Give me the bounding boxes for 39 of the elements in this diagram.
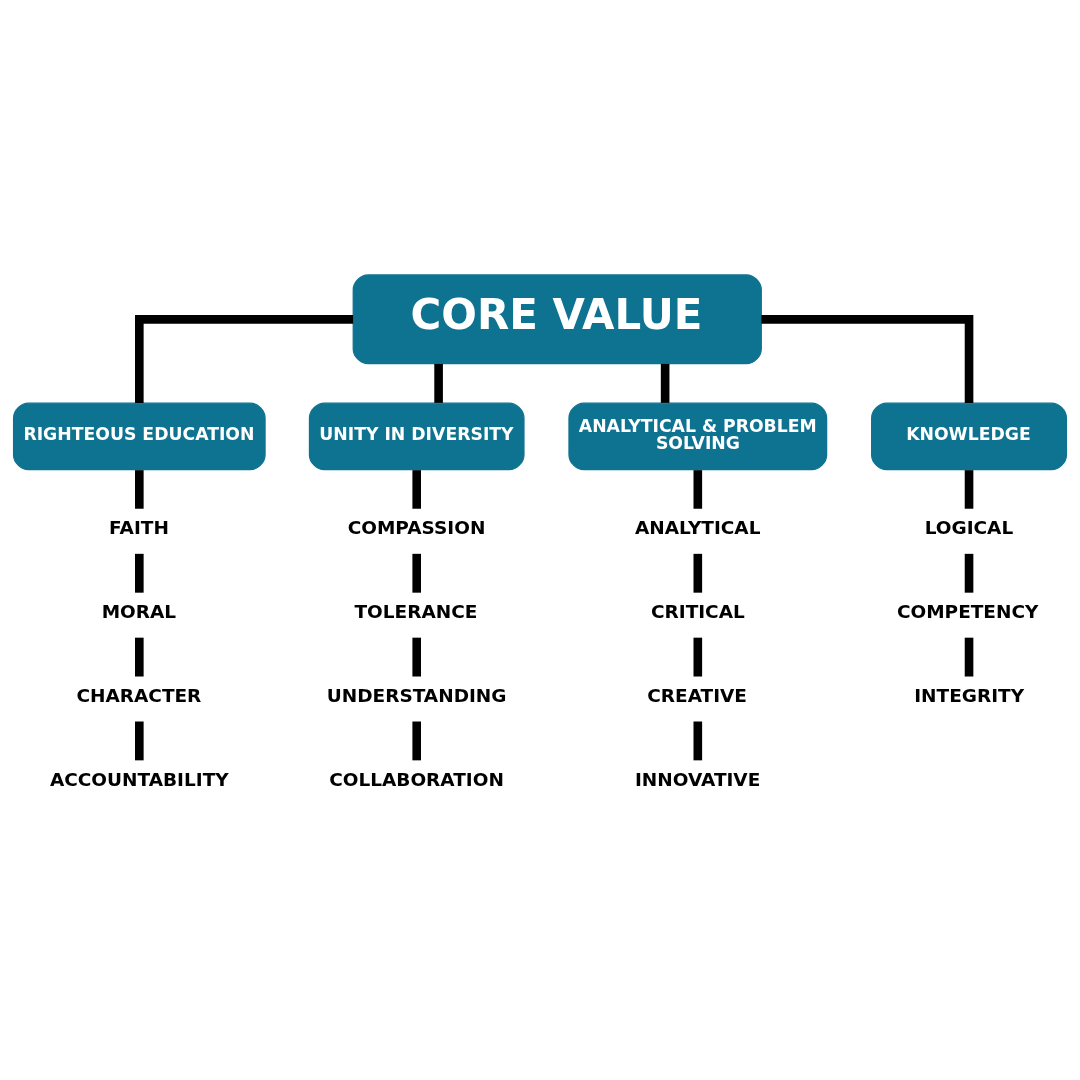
connector [135, 315, 354, 403]
node-text: CHARACTER [76, 685, 202, 707]
connector [135, 470, 144, 509]
connector [135, 637, 144, 677]
connector [412, 470, 422, 509]
node-text: ACCOUNTABILITY [49, 768, 229, 790]
node-text: UNDERSTANDING [326, 685, 507, 707]
node-box: UNITY IN DIVERSITY [308, 402, 525, 471]
connector [693, 470, 703, 509]
connector [135, 721, 144, 761]
connector [434, 363, 443, 403]
node-text: INNOVATIVE [634, 768, 761, 790]
connector [412, 721, 422, 761]
node-text: ANALYTICAL [634, 517, 761, 539]
connector [964, 637, 974, 677]
node-text: CREATIVE [647, 685, 747, 707]
node-text: COLLABORATION [329, 768, 504, 790]
connector [412, 637, 422, 677]
connector [693, 553, 703, 593]
node-text: COMPASSION [347, 517, 486, 539]
node-box: KNOWLEDGE [871, 402, 1068, 471]
node-text: CRITICAL [650, 601, 745, 623]
node-text: LOGICAL [924, 517, 1014, 539]
node-text: TOLERANCE [354, 601, 478, 623]
node-text: MORAL [101, 601, 177, 623]
node-box: RIGHTEOUS EDUCATION [12, 402, 266, 471]
connector [693, 721, 703, 761]
connector [964, 470, 974, 509]
connector [964, 553, 974, 593]
connector [135, 553, 144, 593]
node-text: INTEGRITY [914, 685, 1025, 707]
connector [660, 363, 670, 403]
node-text: COMPETENCY [896, 601, 1039, 623]
connector [693, 637, 703, 677]
node-box: CORE VALUE [352, 274, 762, 365]
connector [412, 553, 422, 593]
node-box: ANALYTICAL & PROBLEM SOLVING [568, 402, 828, 471]
connector [761, 315, 974, 403]
node-text: FAITH [109, 517, 169, 539]
